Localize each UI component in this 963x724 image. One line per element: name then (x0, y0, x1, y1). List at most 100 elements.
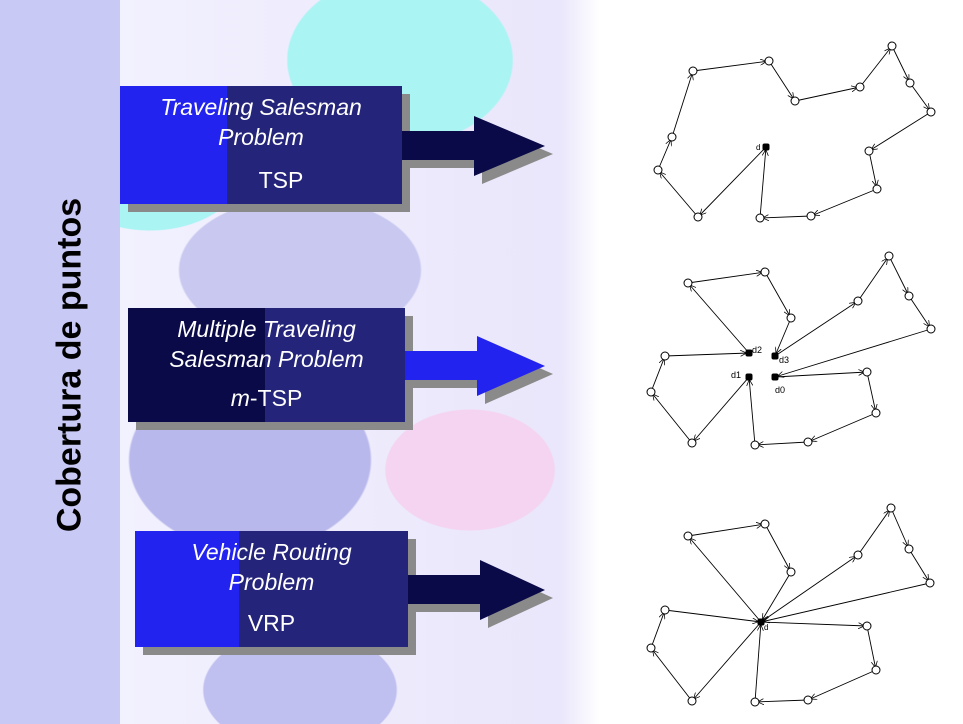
route-edge (664, 353, 750, 356)
route-edge (866, 625, 876, 671)
route-edge (650, 391, 693, 444)
route-edge (866, 371, 876, 414)
depot-node (745, 349, 753, 357)
route-edge (687, 524, 766, 537)
route-edge (687, 535, 762, 623)
route-edge (857, 507, 892, 556)
customer-node (660, 605, 670, 615)
route-edge (857, 255, 890, 302)
route-edge (794, 87, 861, 102)
tsp-depot-label: d (756, 143, 760, 152)
route-edge (774, 317, 792, 357)
customer-node (687, 696, 697, 706)
mtsp-depot-label-d3: d3 (779, 355, 789, 365)
customer-node (806, 211, 816, 221)
depot-node (771, 373, 779, 381)
customer-node (786, 567, 796, 577)
route-edge (764, 523, 792, 573)
depot-node (757, 618, 765, 626)
tsp-abbr: TSP (258, 167, 304, 193)
tsp-name-1: Traveling Salesman (160, 94, 362, 120)
customer-node (871, 665, 881, 675)
route-edge (697, 146, 767, 218)
route-edge (810, 188, 878, 217)
route-edge (868, 111, 932, 152)
customer-node (904, 291, 914, 301)
customer-node (853, 296, 863, 306)
route-edge (657, 169, 699, 218)
route-edge (890, 507, 910, 550)
customer-node (872, 184, 882, 194)
route-edge (868, 150, 877, 190)
customer-node (926, 107, 936, 117)
customer-node (760, 267, 770, 277)
tsp-route-diagram (653, 41, 936, 223)
route-edge (759, 216, 812, 218)
customer-node (683, 278, 693, 288)
depot-node (762, 143, 770, 151)
depot-node (771, 352, 779, 360)
customer-node (653, 165, 663, 175)
customer-node (755, 213, 765, 223)
customer-node (646, 387, 656, 397)
mtsp-abbr: -TSP (249, 385, 303, 411)
route-edge (754, 621, 761, 703)
vrp-abbr: VRP (247, 610, 296, 636)
depot-node (745, 373, 753, 381)
route-edge (774, 372, 868, 378)
vrp-name-2: Problem (228, 569, 315, 595)
customer-node (904, 544, 914, 554)
route-edge (759, 146, 766, 219)
route-edge (650, 609, 666, 649)
tsp-name-2: Problem (218, 124, 304, 150)
route-edge (774, 328, 932, 377)
route-edge (909, 82, 932, 113)
mtsp-depot-label-d2: d2 (752, 345, 762, 355)
mtsp-depot-label-d1: d1 (731, 370, 741, 380)
customer-node (760, 519, 770, 529)
customer-node (887, 41, 897, 51)
customer-node (803, 695, 813, 705)
route-edge (687, 272, 766, 284)
route-edge (754, 700, 809, 702)
route-edge (768, 60, 796, 102)
vrp-route-diagram (646, 503, 935, 707)
mtsp-depot-label-d0: d0 (775, 385, 785, 395)
customer-node (667, 132, 677, 142)
mtsp-abbr-prefix: m (230, 385, 250, 411)
customer-node (925, 578, 935, 588)
route-edge (908, 548, 931, 584)
customer-node (646, 643, 656, 653)
customer-node (855, 82, 865, 92)
mtsp-name-1: Multiple Traveling (177, 316, 356, 342)
customer-node (864, 146, 874, 156)
customer-node (750, 440, 760, 450)
route-edge (650, 647, 693, 702)
route-edge (691, 376, 750, 444)
customer-node (871, 408, 881, 418)
customer-node (886, 503, 896, 513)
customer-node (687, 438, 697, 448)
route-edge (692, 61, 770, 72)
customer-node (803, 437, 813, 447)
vrp-name-1: Vehicle Routing (191, 539, 352, 565)
mtsp-route-diagram (646, 251, 936, 450)
route-edge (657, 136, 673, 171)
route-edge (754, 442, 809, 445)
route-edge (760, 554, 859, 623)
route-edge (749, 376, 756, 446)
route-edge (650, 355, 666, 393)
customer-node (764, 56, 774, 66)
customer-node (660, 351, 670, 361)
route-edge (760, 582, 931, 622)
customer-node (693, 212, 703, 222)
route-edge (774, 300, 859, 357)
route-edge (664, 609, 762, 622)
route-edge (760, 621, 868, 626)
vrp-depot-label: d (764, 623, 768, 632)
customer-node (688, 66, 698, 76)
